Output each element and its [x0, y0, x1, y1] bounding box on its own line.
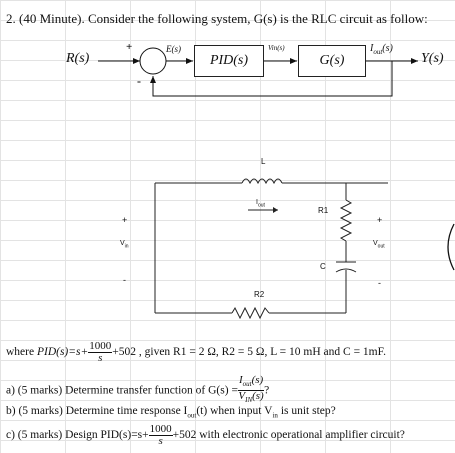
feedback-path	[150, 61, 393, 97]
vin-label-circuit: Vin	[120, 240, 129, 250]
part-a: a) (5 marks) Determine transfer function…	[6, 374, 270, 405]
vin-plus: +	[122, 215, 128, 225]
vin-label: Vin(s)	[268, 44, 285, 52]
inductor-label: L	[261, 157, 266, 166]
inductor	[241, 178, 283, 185]
resistor-r2	[231, 306, 270, 320]
resistor-r1	[339, 199, 353, 242]
edge-arc	[447, 223, 455, 271]
rlc-circuit	[154, 178, 388, 320]
vout-label: Vout	[373, 240, 385, 250]
current-label: Iout	[256, 199, 265, 209]
r2-label: R2	[254, 290, 265, 299]
output-label: Y(s)	[421, 51, 444, 66]
block-diagram-lines	[98, 47, 418, 97]
cap-plate-bottom	[335, 268, 357, 273]
minus-sign: -	[137, 74, 141, 88]
vout-minus: -	[378, 278, 381, 288]
plant-block: G(s)	[298, 45, 366, 77]
capacitor-label: C	[320, 262, 326, 271]
error-label: E(s)	[166, 44, 181, 54]
question-title: 2. (40 Minute). Consider the following s…	[6, 11, 428, 26]
part-b: b) (5 marks) Determine time response Iou…	[6, 405, 336, 420]
iout-label: Iout(s)	[370, 43, 393, 56]
r1-label: R1	[318, 206, 329, 215]
input-label: R(s)	[66, 51, 90, 66]
vin-minus: -	[123, 275, 126, 285]
part-a-fraction: Iout(s)VIN(s)	[237, 374, 265, 405]
pid-block: PID(s)	[194, 45, 264, 77]
vout-plus: +	[377, 215, 383, 225]
plus-sign: +	[126, 41, 133, 53]
